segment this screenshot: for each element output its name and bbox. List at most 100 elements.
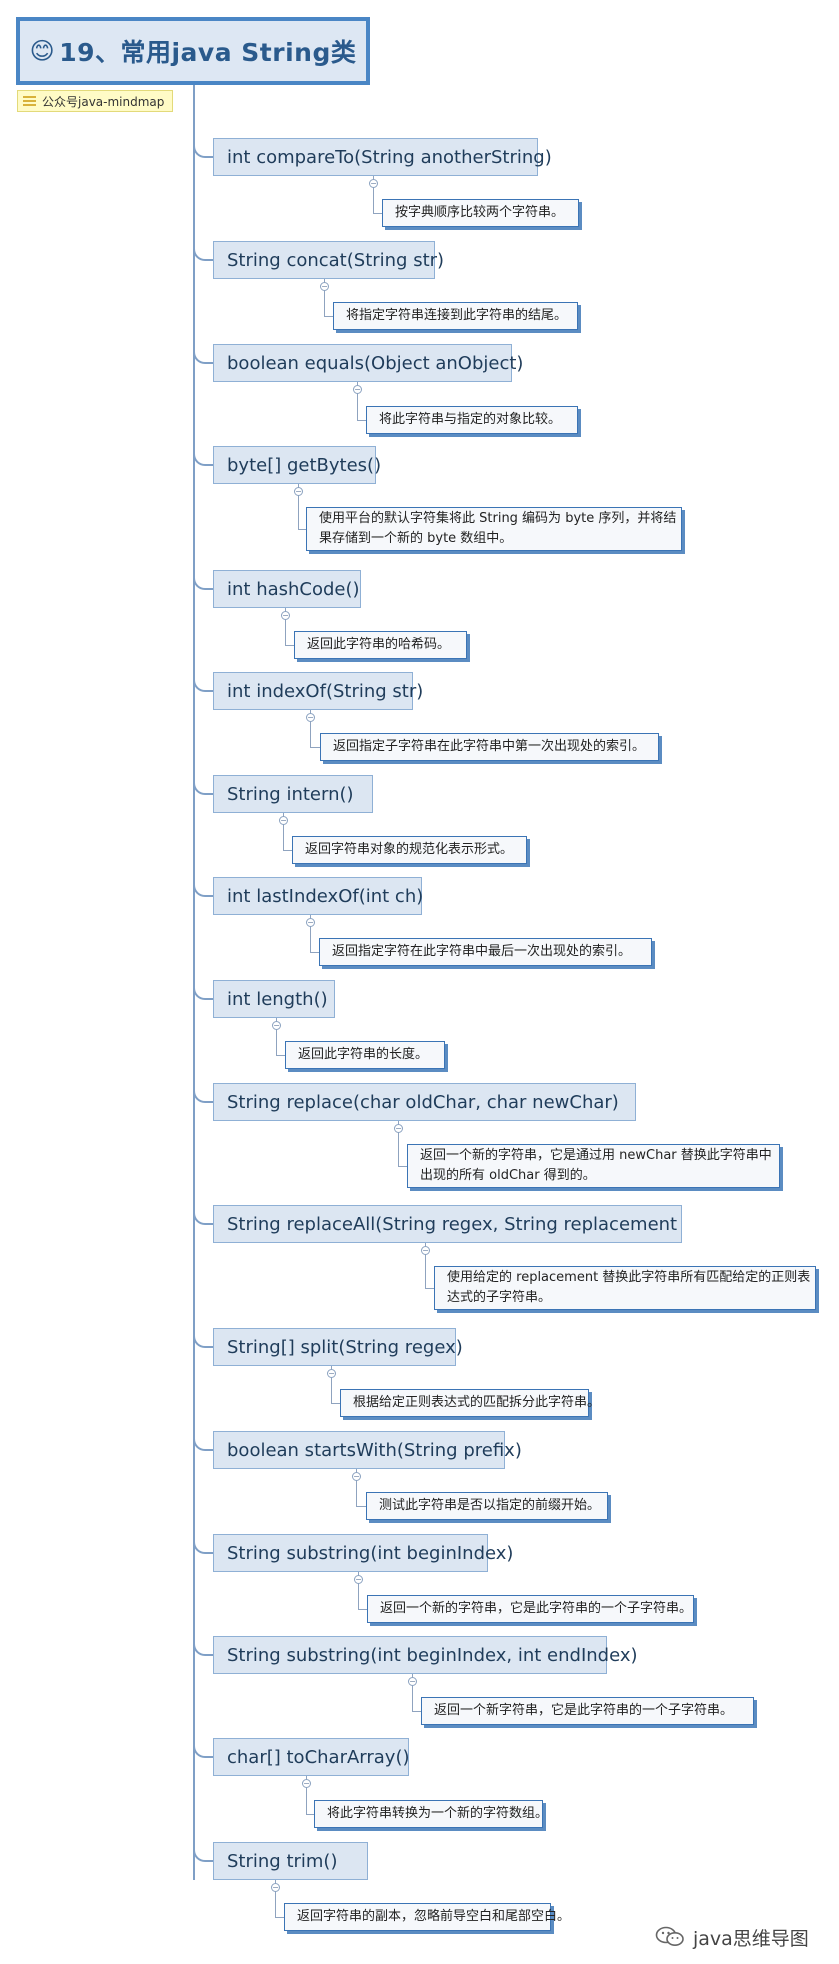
collapse-toggle-icon[interactable]: − bbox=[272, 1021, 281, 1030]
collapse-toggle-icon[interactable]: − bbox=[302, 1779, 311, 1788]
description-line: 返回一个新字符串，它是此字符串的一个子字符串。 bbox=[434, 1703, 734, 1718]
collapse-toggle-icon[interactable]: − bbox=[394, 1124, 403, 1133]
desc-connector-vertical bbox=[373, 176, 374, 213]
desc-connector-vertical bbox=[275, 1880, 276, 1917]
note-text: 公众号java-mindmap bbox=[42, 94, 165, 109]
collapse-toggle-icon[interactable]: − bbox=[408, 1677, 417, 1686]
method-label: int hashCode() bbox=[227, 578, 360, 600]
desc-connector-vertical bbox=[358, 1572, 359, 1609]
collapse-toggle-icon[interactable]: − bbox=[320, 282, 329, 291]
description-box: 将指定字符串连接到此字符串的结尾。 bbox=[333, 302, 578, 330]
desc-connector-horizontal bbox=[425, 1288, 434, 1289]
description-line: 返回字符串对象的规范化表示形式。 bbox=[305, 842, 514, 857]
description-line: 按字典顺序比较两个字符串。 bbox=[395, 205, 565, 220]
collapse-toggle-icon[interactable]: − bbox=[306, 713, 315, 722]
branch-connector bbox=[193, 880, 213, 897]
branch-connector bbox=[193, 1331, 213, 1348]
collapse-toggle-icon[interactable]: − bbox=[327, 1369, 336, 1378]
desc-connector-vertical bbox=[285, 608, 286, 645]
description-line: 返回一个新的字符串，它是此字符串的一个子字符串。 bbox=[380, 1601, 693, 1616]
description-line: 出现的所有 oldChar 得到的。 bbox=[420, 1168, 596, 1183]
description-line: 使用平台的默认字符集将此 String 编码为 byte 序列，并将结 bbox=[319, 511, 677, 526]
method-node[interactable]: String substring(int beginIndex, int end… bbox=[213, 1636, 638, 1674]
desc-connector-horizontal bbox=[306, 1814, 314, 1815]
collapse-toggle-icon[interactable]: − bbox=[306, 918, 315, 927]
branch-connector bbox=[193, 1741, 213, 1758]
collapse-toggle-icon[interactable]: − bbox=[294, 487, 303, 496]
desc-connector-vertical bbox=[276, 1018, 277, 1055]
method-node[interactable]: String substring(int beginIndex) bbox=[213, 1534, 513, 1572]
collapse-toggle-icon[interactable]: − bbox=[352, 1472, 361, 1481]
note-badge[interactable]: 公众号java-mindmap bbox=[17, 90, 174, 112]
root-node[interactable]: 😊 19、常用java String类 bbox=[16, 17, 370, 85]
description-line: 将此字符串与指定的对象比较。 bbox=[379, 412, 562, 427]
desc-connector-horizontal bbox=[412, 1711, 421, 1712]
collapse-toggle-icon[interactable]: − bbox=[369, 179, 378, 188]
desc-connector-vertical bbox=[283, 813, 284, 850]
method-node[interactable]: int compareTo(String anotherString) bbox=[213, 138, 552, 176]
branch-connector bbox=[193, 141, 213, 158]
method-node[interactable]: String concat(String str) bbox=[213, 241, 444, 279]
method-node[interactable]: byte[] getBytes() bbox=[213, 446, 381, 484]
collapse-toggle-icon[interactable]: − bbox=[281, 611, 290, 620]
desc-connector-horizontal bbox=[275, 1917, 284, 1918]
desc-connector-vertical bbox=[306, 1776, 307, 1814]
description-box: 返回一个新字符串，它是此字符串的一个子字符串。 bbox=[421, 1697, 754, 1725]
method-node[interactable]: boolean startsWith(String prefix) bbox=[213, 1431, 522, 1469]
collapse-toggle-icon[interactable]: − bbox=[354, 1575, 363, 1584]
method-node[interactable]: String intern() bbox=[213, 775, 373, 813]
method-node[interactable]: int hashCode() bbox=[213, 570, 361, 608]
collapse-toggle-icon[interactable]: − bbox=[279, 816, 288, 825]
desc-connector-horizontal bbox=[324, 316, 333, 317]
method-node[interactable]: int indexOf(String str) bbox=[213, 672, 423, 710]
root-title: 19、常用java String类 bbox=[59, 38, 357, 67]
description-box: 测试此字符串是否以指定的前缀开始。 bbox=[366, 1492, 608, 1520]
method-node[interactable]: boolean equals(Object anObject) bbox=[213, 344, 523, 382]
branch-connector bbox=[193, 347, 213, 364]
method-label: String replaceAll(String regex, String r… bbox=[227, 1213, 678, 1235]
trunk-line bbox=[193, 85, 195, 1880]
method-label: String[] split(String regex) bbox=[227, 1336, 463, 1358]
description-line: 使用给定的 replacement 替换此字符串所有匹配给定的正则表 bbox=[447, 1270, 811, 1285]
method-node[interactable]: String replace(char oldChar, char newCha… bbox=[213, 1083, 636, 1121]
method-node[interactable]: String trim() bbox=[213, 1842, 368, 1880]
method-label: int compareTo(String anotherString) bbox=[227, 146, 552, 168]
branch-connector bbox=[193, 1208, 213, 1225]
branch-connector bbox=[193, 1434, 213, 1451]
desc-connector-vertical bbox=[310, 710, 311, 747]
collapse-toggle-icon[interactable]: − bbox=[271, 1883, 280, 1892]
method-node[interactable]: String[] split(String regex) bbox=[213, 1328, 463, 1366]
collapse-toggle-icon[interactable]: − bbox=[421, 1246, 430, 1255]
collapse-toggle-icon[interactable]: − bbox=[353, 385, 362, 394]
description-line: 返回指定子字符串在此字符串中第一次出现处的索引。 bbox=[333, 739, 646, 754]
desc-connector-vertical bbox=[398, 1121, 399, 1166]
desc-connector-vertical bbox=[331, 1366, 332, 1403]
desc-connector-horizontal bbox=[283, 850, 292, 851]
desc-connector-horizontal bbox=[358, 1609, 367, 1610]
description-box: 返回字符串的副本，忽略前导空白和尾部空白。 bbox=[284, 1903, 570, 1931]
desc-connector-horizontal bbox=[310, 952, 319, 953]
branch-connector bbox=[193, 983, 213, 1000]
description-line: 返回此字符串的长度。 bbox=[298, 1047, 429, 1062]
description-box: 按字典顺序比较两个字符串。 bbox=[382, 199, 579, 227]
watermark-text: java思维导图 bbox=[693, 1927, 809, 1950]
method-label: String trim() bbox=[227, 1850, 338, 1872]
branch-connector bbox=[193, 1086, 213, 1103]
description-box: 使用给定的 replacement 替换此字符串所有匹配给定的正则表达式的子字符… bbox=[434, 1266, 816, 1310]
description-box: 返回指定子字符串在此字符串中第一次出现处的索引。 bbox=[320, 733, 659, 761]
description-line: 达式的子字符串。 bbox=[447, 1290, 552, 1305]
method-node[interactable]: String replaceAll(String regex, String r… bbox=[213, 1205, 682, 1243]
branch-connector bbox=[193, 1639, 213, 1656]
branch-connector bbox=[193, 449, 213, 466]
method-node[interactable]: char[] toCharArray() bbox=[213, 1738, 410, 1776]
method-label: boolean equals(Object anObject) bbox=[227, 352, 524, 374]
wechat-icon bbox=[655, 1926, 684, 1946]
desc-connector-vertical bbox=[412, 1674, 413, 1711]
method-label: String substring(int beginIndex, int end… bbox=[227, 1644, 638, 1666]
description-box: 返回此字符串的哈希码。 bbox=[294, 631, 467, 659]
method-node[interactable]: int lastIndexOf(int ch) bbox=[213, 877, 423, 915]
description-box: 根据给定正则表达式的匹配拆分此字符串。 bbox=[340, 1389, 600, 1417]
method-node[interactable]: int length() bbox=[213, 980, 335, 1018]
desc-connector-vertical bbox=[357, 382, 358, 420]
desc-connector-horizontal bbox=[331, 1403, 340, 1404]
